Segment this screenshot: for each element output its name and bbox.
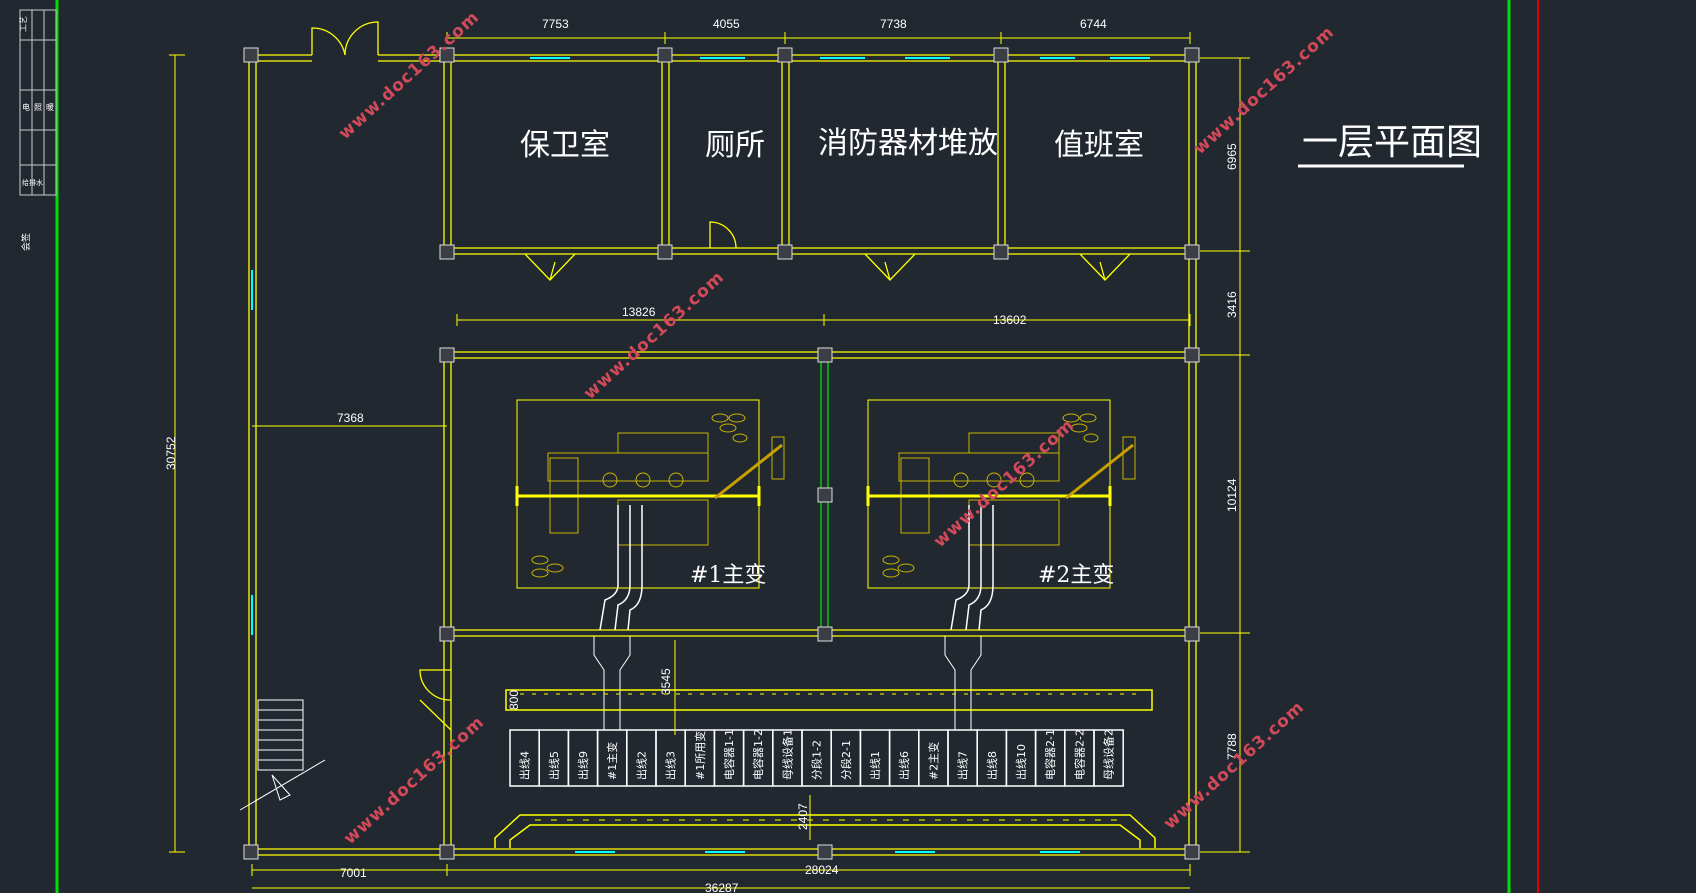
- doors: [311, 21, 1131, 731]
- switchgear-panel-label: 分段2-1: [839, 740, 853, 780]
- switchgear-panel: 出线4: [509, 729, 540, 787]
- dim-bottom-3: 36287: [705, 881, 739, 893]
- switchgear-panel-label: #2主变: [926, 742, 940, 780]
- switchgear-panel: 出线1: [859, 729, 891, 787]
- sidebar-glyph-hvac: 暖: [46, 103, 54, 112]
- switchgear-panel-label: 电容器1-1: [722, 729, 736, 780]
- dim-top-2: 4055: [713, 17, 740, 31]
- staircase: [239, 699, 326, 811]
- sidebar-glyph-water: 给排水: [22, 178, 43, 187]
- transformer-2-label: #2主变: [1038, 563, 1114, 588]
- switchgear-row: 出线4 出线5 出线9 #1主变 出线2 出线3 #1所用变 电容器1-1 电容器1-2 母线设备…: [509, 729, 1124, 787]
- switchgear-panel-label: 出线5: [547, 751, 561, 780]
- switchgear-panel-label: 出线9: [576, 751, 590, 780]
- dim-cabinet-gap: 2407: [796, 803, 810, 830]
- switchgear-panel: 出线2: [626, 729, 657, 787]
- switchgear-panel: 分段1-2: [801, 729, 832, 787]
- switchgear-panel-label: 母线设备2: [1102, 729, 1116, 780]
- transformer-1-label: #1主变: [690, 563, 766, 588]
- switchgear-panel: 电容器2-2: [1064, 729, 1095, 787]
- switchgear-panel: #2主变: [918, 729, 949, 787]
- switchgear-panel-label: 电容器2-1: [1043, 729, 1057, 780]
- dim-top-1: 7753: [542, 17, 569, 31]
- bus-ducts: [593, 636, 982, 730]
- switchgear-panel-label: #1所用变: [693, 731, 707, 780]
- dimension-lines: [169, 32, 1250, 889]
- structural-columns: [243, 47, 1200, 860]
- room-label-duty-room: 值班室: [1054, 128, 1144, 163]
- sidebar-glyph-sign: 会签: [20, 233, 32, 251]
- watermark-1: www.doc163.com: [335, 7, 484, 144]
- switchgear-panel-label: 出线4: [518, 751, 532, 780]
- switchgear-panel: 电容器1-1: [713, 729, 745, 787]
- dim-right-3: 10124: [1225, 478, 1239, 512]
- switchgear-panel: 分段2-1: [830, 729, 862, 787]
- sidebar-glyph-electric: 电: [22, 102, 30, 112]
- switchgear-panel-label: 分段1-2: [810, 740, 824, 780]
- windows: [251, 57, 1150, 853]
- switchgear-panel-label: 出线7: [956, 751, 970, 780]
- dim-bottom-2: 28024: [805, 863, 839, 877]
- dim-right-2: 3416: [1225, 291, 1239, 318]
- dim-trench-gap: 3545: [659, 668, 673, 695]
- sidebar-title-block: 工艺 电 照 暖 给排水 会签: [19, 0, 59, 893]
- dim-mid-1: 13826: [622, 305, 656, 319]
- watermark-3: www.doc163.com: [580, 267, 729, 404]
- cable-trench-top: [505, 689, 1153, 711]
- switchgear-panel-label: 出线2: [634, 751, 648, 780]
- switchgear-panel: 电容器2-1: [1034, 729, 1066, 787]
- switchgear-panel: 出线9: [567, 729, 599, 787]
- switchgear-panel: 出线10: [1005, 729, 1037, 787]
- switchgear-panel: 出线5: [538, 729, 570, 787]
- switchgear-panel: 出线6: [888, 729, 920, 787]
- room-label-toilet: 厕所: [705, 128, 765, 163]
- switchgear-panel-label: 出线3: [664, 751, 678, 780]
- drawing-title: 一层平面图: [1302, 122, 1482, 163]
- dim-left-room: 7368: [337, 411, 364, 425]
- dim-bottom-1: 7001: [340, 866, 367, 880]
- transformer-2: [866, 399, 1136, 631]
- switchgear-panel: #1主变: [596, 729, 628, 787]
- sidebar-glyph-lighting: 照: [34, 103, 42, 112]
- switchgear-panel: #1所用变: [684, 729, 716, 787]
- dim-mid-2: 13602: [993, 313, 1027, 327]
- switchgear-panel: 电容器1-2: [742, 729, 774, 787]
- switchgear-panel-label: 电容器2-2: [1072, 729, 1086, 780]
- switchgear-panel-label: 母线设备1: [780, 729, 794, 780]
- watermark-4: www.doc163.com: [930, 415, 1079, 552]
- switchgear-panel: 出线7: [947, 729, 978, 787]
- watermark-5: www.doc163.com: [340, 712, 489, 849]
- dim-right-4: 7788: [1225, 733, 1239, 760]
- dim-right-1: 6965: [1225, 143, 1239, 170]
- dim-top-3: 7738: [880, 17, 907, 31]
- dim-top-4: 6744: [1080, 17, 1107, 31]
- switchgear-panel-label: 出线10: [1014, 744, 1028, 780]
- room-label-fire-storage: 消防器材堆放: [818, 126, 998, 161]
- watermark-6: www.doc163.com: [1160, 697, 1309, 834]
- switchgear-panel-label: 出线1: [868, 751, 882, 780]
- room-label-guard: 保卫室: [520, 128, 610, 163]
- switchgear-panel: 出线8: [976, 729, 1008, 787]
- switchgear-panel-label: #1主变: [605, 742, 619, 780]
- sidebar-glyph-process: 工艺: [19, 16, 28, 32]
- transformer-1: [515, 399, 785, 631]
- switchgear-panel-label: 出线6: [897, 751, 911, 780]
- switchgear-panel-label: 出线8: [985, 751, 999, 780]
- switchgear-panel: 母线设备2: [1093, 729, 1124, 787]
- switchgear-panel: 出线3: [655, 729, 686, 787]
- cable-trench-bottom: [494, 814, 1156, 848]
- switchgear-panel-label: 电容器1-2: [751, 729, 765, 780]
- dim-trench-width: 800: [507, 690, 521, 710]
- switchgear-panel: 母线设备1: [772, 729, 803, 787]
- dim-overall-height: 30752: [164, 436, 178, 470]
